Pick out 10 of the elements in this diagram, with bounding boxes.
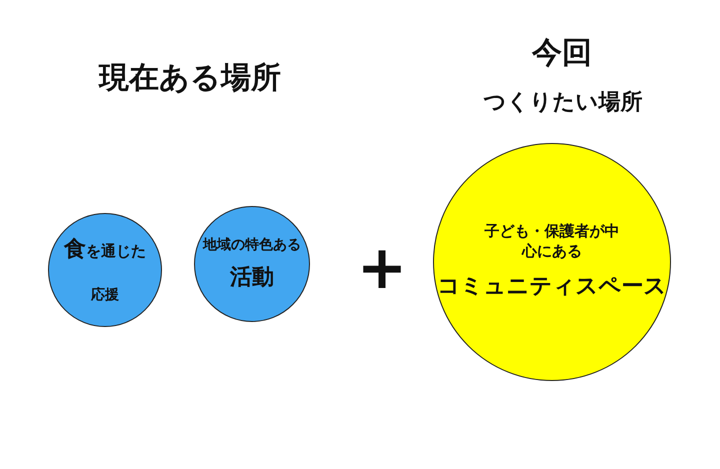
circle-text: 活動: [230, 264, 274, 292]
circle-text: 地域の特色ある: [203, 236, 301, 254]
circle-text: 食を通じた: [64, 236, 146, 264]
heading: つくりたい場所: [484, 89, 642, 117]
heading: 今回: [532, 34, 592, 72]
circle-text: 子ども・保護者が中心にある: [484, 222, 620, 262]
heading: 現在ある場所: [99, 60, 281, 98]
circle-text: 応援: [91, 286, 119, 304]
plus-sign: +: [356, 233, 408, 303]
circle-text: コミュニティスペース: [438, 273, 666, 302]
